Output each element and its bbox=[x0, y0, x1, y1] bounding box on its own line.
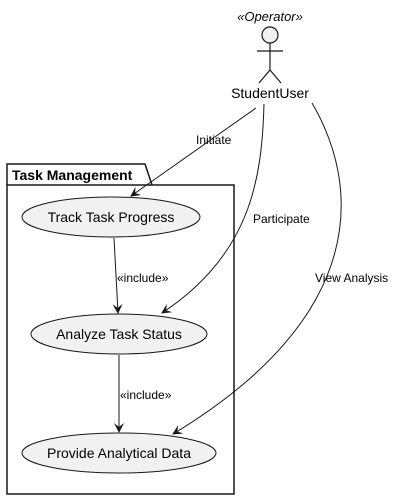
edge-label: View Analysis bbox=[315, 271, 388, 285]
package-title: Task Management bbox=[12, 167, 133, 183]
package-body bbox=[6, 184, 235, 495]
use-case-label: Track Task Progress bbox=[48, 209, 175, 225]
actor-stereotype: «Operator» bbox=[237, 9, 303, 24]
use-case-ellipse bbox=[30, 313, 208, 355]
association-line bbox=[130, 107, 257, 197]
use-case-ellipse bbox=[21, 196, 201, 238]
edge-view-analysis: View Analysis bbox=[172, 102, 388, 435]
package-tab bbox=[6, 163, 153, 186]
use-case-provide-analytical-data[interactable]: Provide Analytical Data bbox=[21, 432, 217, 474]
edge-label: «include» bbox=[120, 388, 172, 402]
association-line bbox=[161, 103, 265, 314]
actor-name: StudentUser bbox=[231, 85, 309, 101]
use-case-ellipse bbox=[21, 432, 217, 474]
actor-right-leg bbox=[269, 69, 282, 84]
association-line bbox=[172, 102, 342, 435]
edge-include-analyze-provide: «include» bbox=[114, 355, 172, 433]
edge-participate: Participate bbox=[161, 103, 310, 314]
use-case-track-task-progress[interactable]: Track Task Progress bbox=[21, 196, 201, 238]
use-case-label: Analyze Task Status bbox=[56, 326, 182, 342]
include-line bbox=[112, 237, 123, 314]
use-case-label: Provide Analytical Data bbox=[47, 445, 191, 461]
actor-left-leg bbox=[258, 69, 271, 84]
student-user-actor[interactable]: «Operator» StudentUser bbox=[231, 9, 309, 101]
edge-label: Participate bbox=[253, 212, 310, 226]
edge-include-track-analyze: «include» bbox=[112, 237, 169, 314]
edge-label: «include» bbox=[117, 271, 169, 285]
edge-label: Initiate bbox=[196, 133, 232, 147]
task-management-package: Task Management bbox=[6, 163, 235, 495]
actor-head bbox=[261, 26, 279, 44]
use-case-analyze-task-status[interactable]: Analyze Task Status bbox=[30, 313, 208, 355]
edge-initiate: Initiate bbox=[130, 107, 257, 197]
